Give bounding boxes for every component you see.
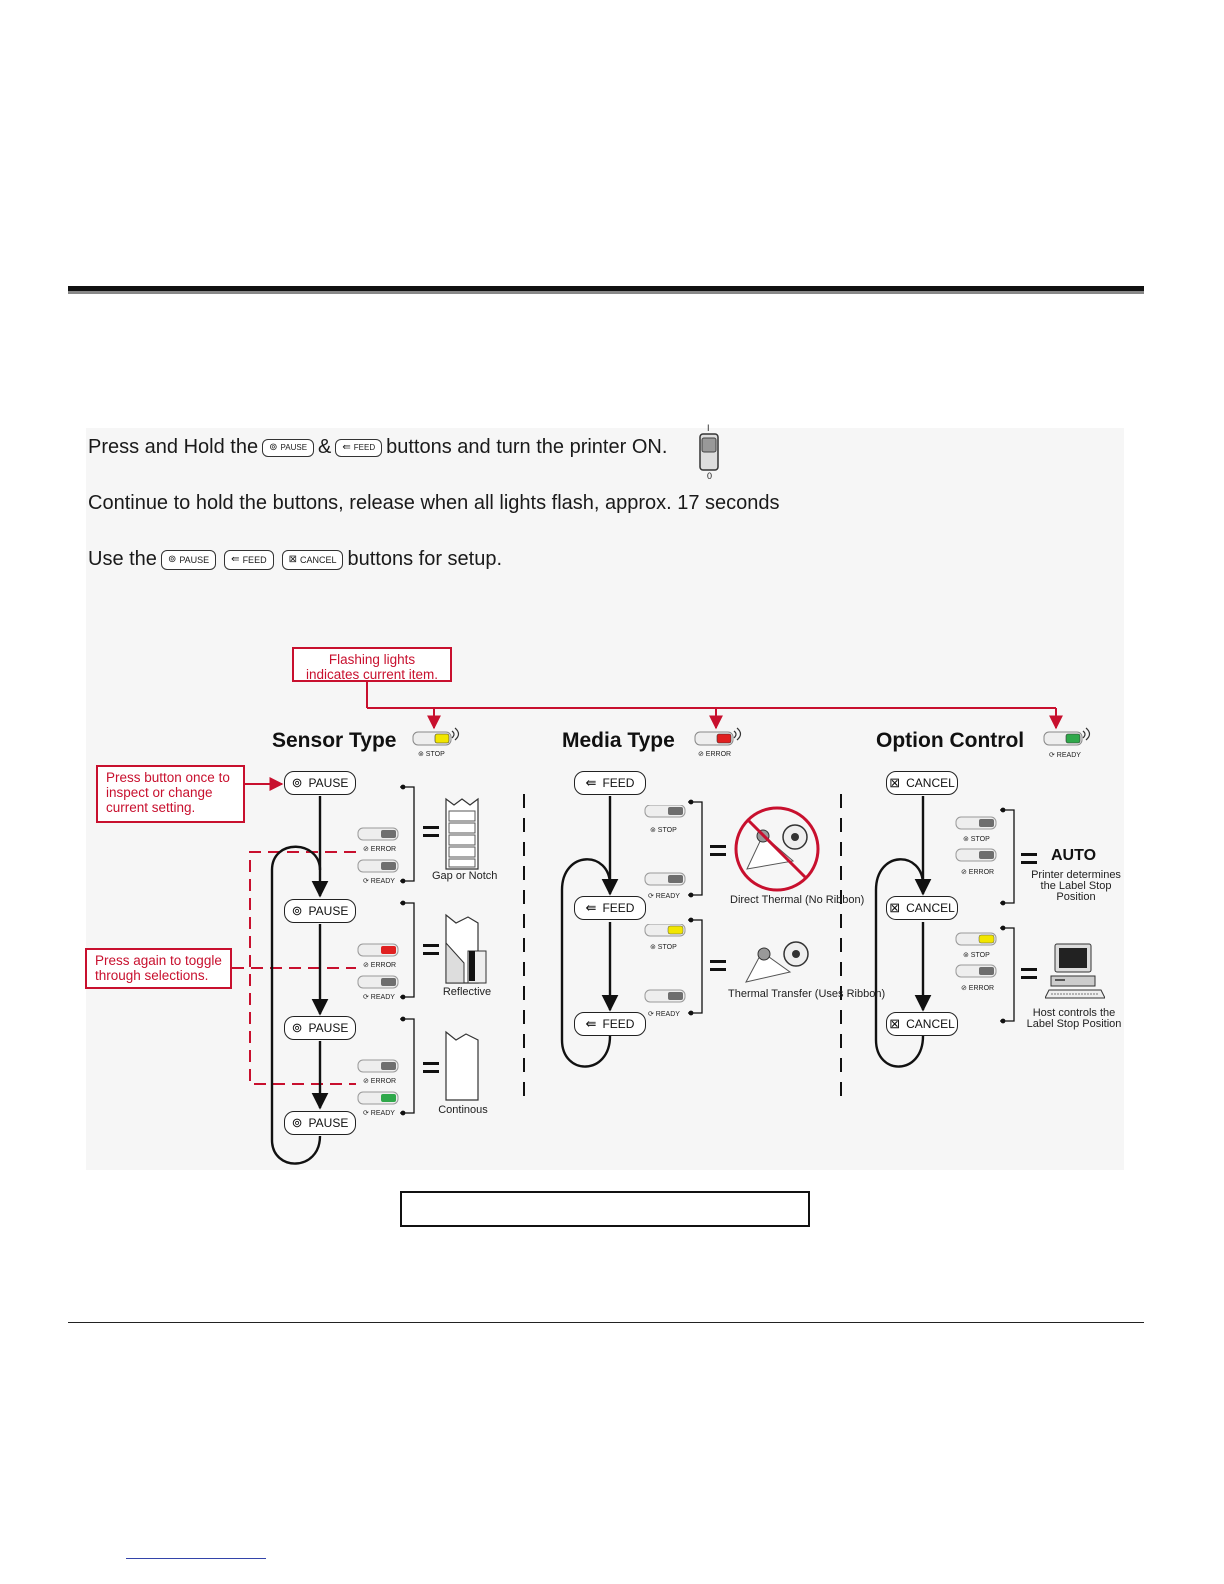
svg-text:⟳ READY: ⟳ READY [363, 994, 395, 1001]
ready-led-flashing-icon: ⟳ READY [1043, 726, 1093, 760]
svg-text:⊘ ERROR: ⊘ ERROR [961, 985, 994, 992]
led-pair-gap: ⊘ ERROR ⟳ READY [357, 826, 403, 890]
instruction-line-3: Use the ⊚PAUSE ⇚FEED ⊠CANCEL buttons for… [88, 548, 502, 571]
auto-label: AUTO [1051, 847, 1097, 864]
led-pair-reflective: ⊘ ERROR ⟳ READY [357, 942, 403, 1006]
reflective-caption: Reflective [442, 986, 492, 998]
svg-text:⟳ READY: ⟳ READY [648, 1011, 680, 1018]
cancel-button[interactable]: ⊠CANCEL [886, 1012, 958, 1036]
press-again-callout: Press again to toggle through selections… [85, 948, 232, 989]
svg-text:I: I [707, 423, 710, 433]
svg-text:⊚ STOP: ⊚ STOP [650, 827, 677, 834]
svg-text:⊘ ERROR: ⊘ ERROR [363, 962, 396, 969]
instruction-line-1: Press and Hold the ⊚PAUSE & ⇚FEED button… [88, 436, 667, 459]
svg-text:⊘ ERROR: ⊘ ERROR [363, 1078, 396, 1085]
pause-button[interactable]: ⊚PAUSE [284, 1111, 356, 1135]
cancel-button[interactable]: ⊠CANCEL [886, 896, 958, 920]
pause-button[interactable]: ⊚PAUSE [284, 899, 356, 923]
thermal-transfer-caption: Thermal Transfer (Uses Ribbon) [728, 988, 886, 1000]
instruction-3-text: Use the [88, 548, 157, 570]
svg-text:⊘ ERROR: ⊘ ERROR [363, 846, 396, 853]
feed-key-icon: ⇚FEED [335, 438, 383, 457]
feed-button[interactable]: ⇚FEED [574, 771, 646, 795]
option-control-title: Option Control [876, 729, 1025, 752]
gap-notch-caption: Gap or Notch [432, 870, 498, 882]
reflective-media-icon [444, 913, 488, 985]
pause-button[interactable]: ⊚PAUSE [284, 771, 356, 795]
pause-key-icon: ⊚PAUSE [160, 549, 217, 570]
flashing-lights-callout: Flashing lights indicates current item. [292, 647, 452, 682]
svg-text:⟳ READY: ⟳ READY [648, 893, 680, 900]
amp-text: & [318, 436, 332, 458]
auto-description: Printer determines the Label Stop Positi… [1031, 869, 1121, 903]
error-led-flashing-icon: ⊘ ERROR [694, 726, 744, 758]
svg-text:⊘ ERROR: ⊘ ERROR [698, 751, 731, 758]
svg-text:⊚ STOP: ⊚ STOP [963, 952, 990, 959]
stop-led-flashing-icon: ⊚ STOP [412, 726, 462, 758]
instruction-3-tail: buttons for setup. [347, 548, 503, 570]
led-pair-host: ⊚ STOP ⊘ ERROR [955, 931, 1001, 995]
led-pair-thermal-transfer: ⊚ STOP ⟳ READY [644, 923, 690, 1022]
cancel-button[interactable]: ⊠CANCEL [886, 771, 958, 795]
direct-thermal-no-ribbon-icon [733, 805, 821, 893]
thermal-transfer-ribbon-icon [740, 934, 814, 988]
host-description: Host controls the Label Stop Position [1026, 1007, 1122, 1030]
svg-text:⊘ ERROR: ⊘ ERROR [961, 869, 994, 876]
feed-button[interactable]: ⇚FEED [574, 896, 646, 920]
feed-button[interactable]: ⇚FEED [574, 1012, 646, 1036]
svg-text:⊚ STOP: ⊚ STOP [963, 836, 990, 843]
host-computer-icon [1044, 942, 1106, 1002]
header-rule [68, 286, 1144, 294]
instruction-line-2: Continue to hold the buttons, release wh… [88, 492, 780, 514]
instruction-1-text: Press and Hold the [88, 436, 259, 458]
continuous-caption: Continous [438, 1104, 488, 1116]
svg-text:0: 0 [707, 471, 712, 480]
svg-text:⊚ STOP: ⊚ STOP [650, 944, 677, 951]
instruction-1-tail: buttons and turn the printer ON. [386, 436, 668, 458]
feed-key-icon: ⇚FEED [224, 549, 274, 570]
svg-text:⊚ STOP: ⊚ STOP [418, 751, 445, 758]
svg-text:⟳ READY: ⟳ READY [363, 1110, 395, 1117]
pause-key-icon: ⊚PAUSE [262, 438, 315, 457]
gap-notch-media-icon [444, 797, 482, 871]
footer-rule [68, 1322, 1144, 1323]
press-once-callout: Press button once to inspect or change c… [96, 765, 245, 823]
svg-text:⟳ READY: ⟳ READY [363, 878, 395, 885]
power-switch-icon: I 0 [694, 422, 726, 481]
led-pair-continuous: ⊘ ERROR ⟳ READY [357, 1058, 403, 1122]
svg-text:⟳ READY: ⟳ READY [1049, 752, 1081, 759]
direct-thermal-caption: Direct Thermal (No Ribbon) [730, 894, 865, 906]
media-type-title: Media Type [562, 729, 675, 752]
continuous-media-icon [444, 1030, 482, 1102]
led-pair-auto: ⊚ STOP ⊘ ERROR [955, 815, 1001, 879]
footer-link-underline[interactable] [126, 1558, 266, 1559]
pause-button[interactable]: ⊚PAUSE [284, 1016, 356, 1040]
figure-caption-box [400, 1191, 810, 1227]
cancel-key-icon: ⊠CANCEL [281, 549, 344, 570]
sensor-type-title: Sensor Type [272, 729, 397, 752]
led-pair-direct-thermal: ⊚ STOP ⟳ READY [644, 804, 690, 905]
